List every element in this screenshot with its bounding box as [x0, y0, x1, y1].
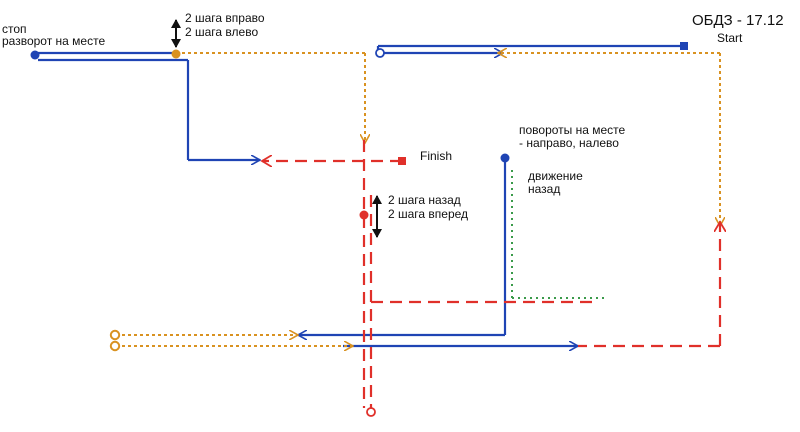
blue-ring-top: [375, 48, 385, 58]
note-move-line2: назад: [528, 182, 560, 196]
note-steps-forward: 2 шага вперед: [388, 207, 468, 221]
note-steps-right: 2 шага вправо: [185, 11, 265, 25]
start-label: Start: [717, 31, 743, 45]
finish-marker: [398, 157, 406, 165]
note-turnaround: разворот на месте: [2, 34, 105, 48]
red-route: [262, 140, 720, 408]
note-stop: стоп: [2, 22, 27, 36]
note-turns-line1: повороты на месте: [519, 123, 626, 137]
orange-dot: [171, 49, 181, 59]
red-dot-mid: [359, 210, 369, 220]
start-marker: [680, 42, 688, 50]
blue-dot-stop: [30, 50, 40, 60]
finish-label: Finish: [420, 149, 452, 163]
orange-figure-eight: [109, 329, 121, 352]
note-steps-left: 2 шага влево: [185, 25, 258, 39]
blue-dot-turns: [500, 153, 510, 163]
red-ring-bottom: [366, 407, 376, 417]
orange-route: [122, 53, 720, 346]
note-move-line1: движение: [528, 169, 583, 183]
note-turns-line2: - направо, налево: [519, 136, 619, 150]
note-steps-back: 2 шага назад: [388, 193, 461, 207]
blue-route-top: [376, 44, 684, 53]
blue-route-left: [35, 51, 260, 160]
blue-route-lower: [298, 158, 578, 346]
diagram-title: ОБДЗ - 17.12: [692, 12, 784, 29]
